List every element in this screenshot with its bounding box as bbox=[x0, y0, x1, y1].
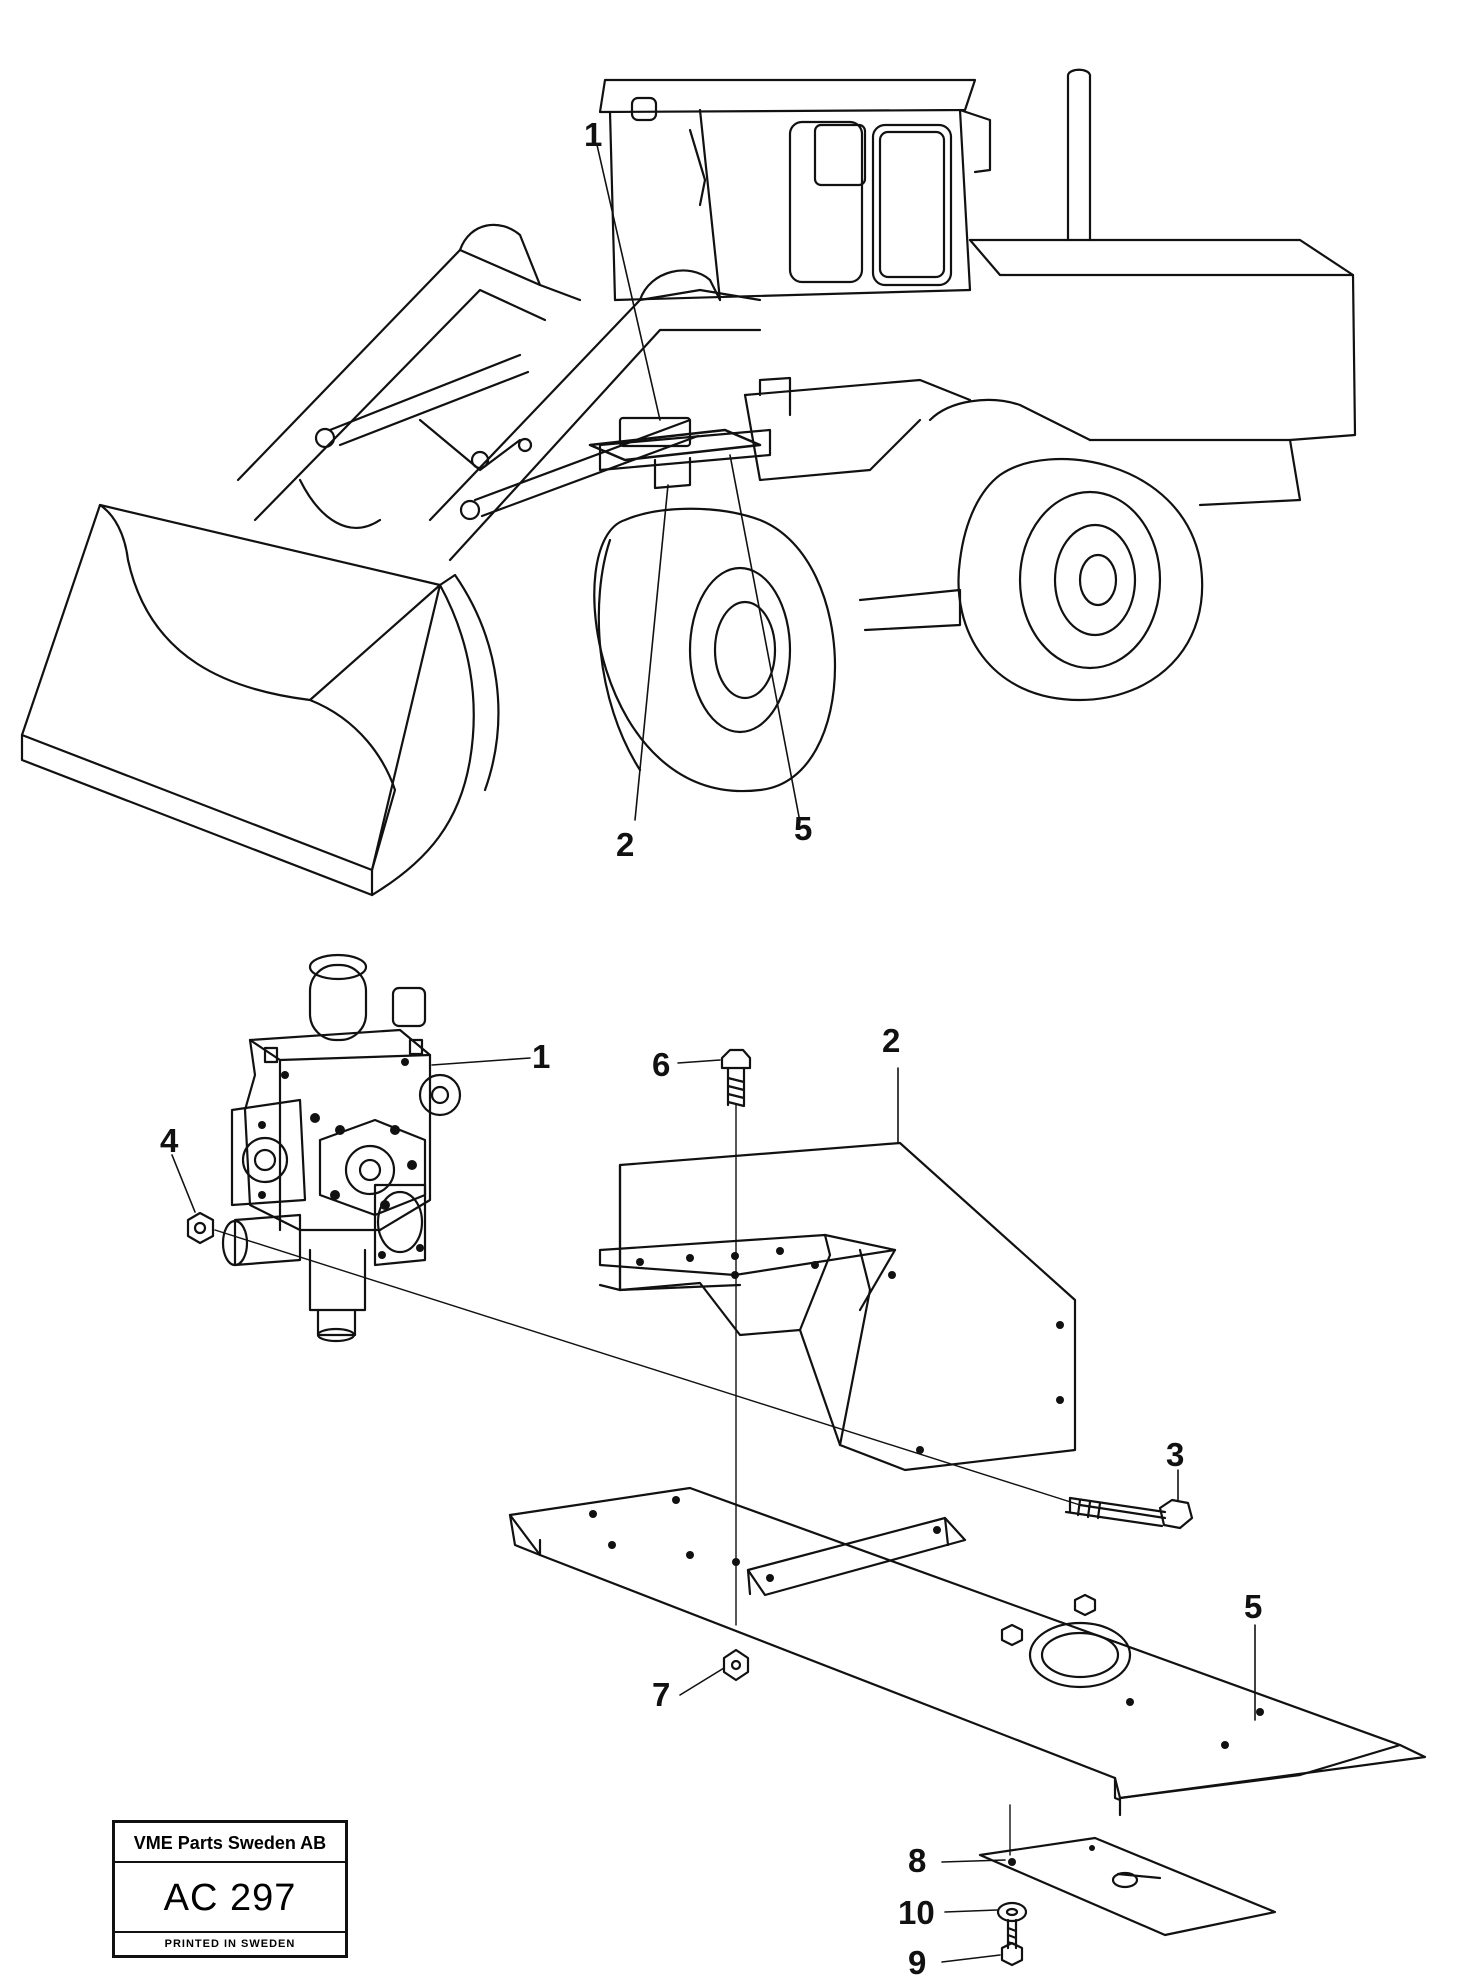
callout-top-5: 5 bbox=[794, 810, 813, 847]
mounting-plate-item-5 bbox=[508, 1486, 1427, 1817]
leader-part-4 bbox=[171, 1154, 196, 1213]
screw-item-9 bbox=[1000, 1918, 1024, 1967]
loader-valve-location bbox=[588, 416, 762, 490]
title-block-drawing-code: AC 297 bbox=[163, 1877, 297, 1919]
loader-exhaust-stack bbox=[1066, 68, 1092, 242]
title-block-company: VME Parts Sweden AB bbox=[115, 1823, 345, 1863]
washer-item-10 bbox=[996, 1901, 1028, 1923]
callout-top-2: 2 bbox=[616, 826, 635, 863]
loader-rear-wheel bbox=[957, 458, 1204, 702]
callout-part-7: 7 bbox=[652, 1676, 671, 1713]
leader-top-1 bbox=[596, 144, 661, 421]
callout-top-1: 1 bbox=[584, 116, 603, 153]
title-block: VME Parts Sweden AB AC 297 PRINTED IN SW… bbox=[112, 1820, 348, 1958]
alignment-line-bolt-3 bbox=[214, 1229, 1081, 1506]
plate-item-8 bbox=[978, 1836, 1277, 1937]
callout-part-8: 8 bbox=[908, 1842, 927, 1879]
nut-item-7 bbox=[722, 1648, 750, 1682]
leader-part-9 bbox=[941, 1954, 1001, 1963]
leader-part-6 bbox=[677, 1059, 721, 1064]
title-block-printed-note: PRINTED IN SWEDEN bbox=[115, 1931, 345, 1955]
nut-item-4 bbox=[186, 1211, 215, 1245]
bolt-item-3 bbox=[1064, 1496, 1194, 1530]
leader-part-7 bbox=[679, 1667, 725, 1696]
callout-part-2: 2 bbox=[882, 1022, 901, 1059]
loader-engine-hood bbox=[743, 238, 1357, 507]
callout-part-4: 4 bbox=[160, 1122, 179, 1159]
loader-cab bbox=[598, 78, 992, 302]
callout-part-3: 3 bbox=[1166, 1436, 1185, 1473]
callout-part-5: 5 bbox=[1244, 1588, 1263, 1625]
callout-part-9: 9 bbox=[908, 1944, 927, 1981]
loader-lift-cylinders bbox=[314, 353, 700, 521]
control-valve bbox=[221, 953, 462, 1343]
callout-part-1: 1 bbox=[532, 1038, 551, 1075]
leader-part-1 bbox=[431, 1057, 531, 1066]
loader-bucket bbox=[20, 503, 500, 897]
loader-front-wheel bbox=[593, 507, 836, 793]
leader-top-2 bbox=[634, 484, 669, 821]
loader-frame bbox=[598, 376, 962, 632]
wheel-loader-illustration bbox=[20, 68, 1357, 897]
bolt-item-6 bbox=[720, 1048, 752, 1108]
leader-top-5 bbox=[729, 454, 801, 823]
callout-part-10: 10 bbox=[898, 1894, 935, 1931]
leader-part-8 bbox=[941, 1859, 1006, 1863]
bracket-item-2 bbox=[598, 1141, 1077, 1472]
leader-part-10 bbox=[944, 1909, 998, 1913]
callout-part-6: 6 bbox=[652, 1046, 671, 1083]
